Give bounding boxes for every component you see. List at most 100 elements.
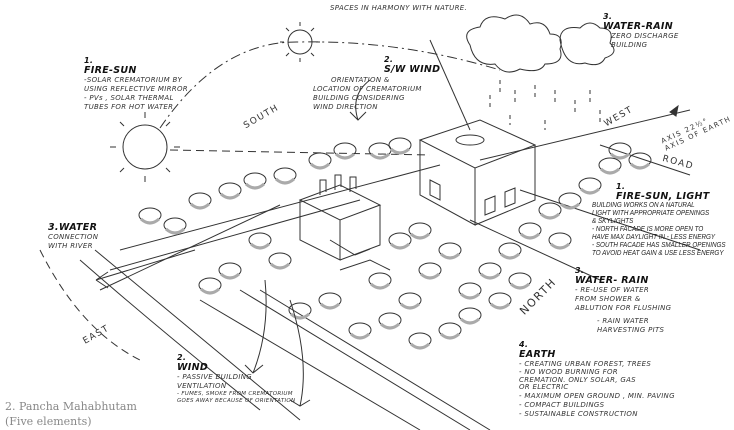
tree-shadow xyxy=(310,162,330,170)
annotation-line: WIND DIRECTION xyxy=(313,103,378,111)
annotation-line: - COMPACT BUILDINGS xyxy=(519,400,605,409)
tree-shadow xyxy=(560,202,580,210)
tree-shadow xyxy=(520,232,540,240)
annotation-number: 4. xyxy=(519,340,529,349)
annotation-line: LIGHT WITH APPROPRIATE OPENINGS xyxy=(592,210,710,217)
annotation-title: S/W WIND xyxy=(384,64,441,75)
tree-shadow xyxy=(250,242,270,250)
tree-shadow xyxy=(600,167,620,175)
annotation-line: CONNECTION xyxy=(48,233,99,241)
tree-shadow xyxy=(270,262,290,270)
tree-shadow xyxy=(190,202,210,210)
annotation-number: 3. xyxy=(603,12,613,21)
annotation-fire-sun-light: 1. FIRE-SUN, LIGHT BUILDING WORKS ON A N… xyxy=(592,182,734,258)
tree-shadow xyxy=(580,187,600,195)
tree-shadow xyxy=(350,332,370,340)
tree-shadow xyxy=(540,212,560,220)
tree-shadow xyxy=(400,302,420,310)
tree-shadow xyxy=(630,162,650,170)
annotation-title: WATER- RAIN xyxy=(575,275,649,286)
annotation-water-rain-right: 3. WATER- RAIN - RE-USE OF WATER FROM SH… xyxy=(575,266,671,335)
tree-shadow xyxy=(390,242,410,250)
tree-shadow xyxy=(480,272,500,280)
tree-shadow xyxy=(220,192,240,200)
tree-shadow xyxy=(420,272,440,280)
tree-shadow xyxy=(370,282,390,290)
sun-icon-small xyxy=(280,22,320,62)
annotation-earth: 4. EARTH - CREATING URBAN FOREST, TREES … xyxy=(519,340,675,419)
sun-icon-large xyxy=(110,112,180,182)
annotation-line: TUBES FOR HOT WATER xyxy=(84,103,174,111)
annotation-line: BUILDING xyxy=(611,41,648,49)
annotation-line: - RE-USE OF WATER xyxy=(575,286,650,294)
tree-shadow xyxy=(275,177,295,185)
annotation-line: - RAIN WATER xyxy=(597,317,649,325)
annotation-line: HARVESTING PITS xyxy=(597,326,665,334)
tree-shadow xyxy=(500,252,520,260)
annotation-line: - CREATING URBAN FOREST, TREES xyxy=(519,360,652,368)
annotation-line: ABLUTION FOR FLUSHING xyxy=(575,304,672,312)
annotation-line: - MAXIMUM OPEN GROUND , MIN. PAVING xyxy=(519,391,675,400)
annotation-line: - SUSTAINABLE CONSTRUCTION xyxy=(519,409,638,418)
tree-shadow xyxy=(410,342,430,350)
tree-shadow xyxy=(200,287,220,295)
tree-shadow xyxy=(380,322,400,330)
annotation-number: 2. xyxy=(177,353,187,362)
tree-shadow xyxy=(460,317,480,325)
annotation-line: - NORTH FACADE IS MORE OPEN TO xyxy=(592,226,704,233)
annotation-line: OR ELECTRIC xyxy=(519,383,569,391)
annotation-number: 1. xyxy=(84,56,94,65)
annotation-number: 3. xyxy=(575,266,585,275)
annotation-wind: 2. WIND - PASSIVE BUILDING VENTILATION -… xyxy=(177,353,295,405)
annotation-line: HAVE MAX DAYLIGHT IN - LESS ENERGY xyxy=(592,234,716,241)
annotation-sw-wind: ORIENTATION & LOCATION OF CREMATORIUM BU… xyxy=(313,76,422,112)
tree-shadow xyxy=(440,252,460,260)
annotation-line: FROM SHOWER & xyxy=(575,295,641,303)
tree-shadow xyxy=(290,312,310,320)
tree-shadow xyxy=(610,152,630,160)
annotation-title: FIRE-SUN xyxy=(84,65,137,76)
tree-shadow xyxy=(490,302,510,310)
annotation-sw-wind-heading: 2. S/W WIND xyxy=(384,55,440,75)
tree-shadow xyxy=(410,232,430,240)
rain-clouds xyxy=(466,14,615,130)
annotation-line: - PASSIVE BUILDING xyxy=(177,373,252,381)
wind-arrows xyxy=(95,79,371,407)
annotation-title: FIRE-SUN, LIGHT xyxy=(616,191,710,202)
annotation-line: BUILDING WORKS ON A NATURAL xyxy=(592,202,695,209)
annotation-line: & SKYLIGHTS xyxy=(592,218,634,225)
caption-title: 2. Pancha Mahabhutam xyxy=(5,400,137,413)
tree-shadow xyxy=(370,152,390,160)
annotation-line: ORIENTATION & xyxy=(331,76,390,84)
annotation-line: - PVs , SOLAR THERMAL xyxy=(84,94,174,102)
tree-shadow xyxy=(510,282,530,290)
tree-shadow xyxy=(165,227,185,235)
annotation-line: CREMATION. ONLY SOLAR, GAS xyxy=(519,375,636,384)
trees xyxy=(138,137,652,350)
annotation-fire-sun: 1. FIRE-SUN -SOLAR CREMATORIUM BY USING … xyxy=(84,56,188,112)
tree-shadow xyxy=(220,272,240,280)
annotation-water-rain-top: 3. WATER-RAIN ZERO DISCHARGE BUILDING xyxy=(603,12,679,50)
annotation-number: 2. xyxy=(384,55,394,64)
caption-subtitle: (Five elements) xyxy=(5,415,92,428)
tree-shadow xyxy=(320,302,340,310)
tree-shadow xyxy=(440,332,460,340)
tree-shadow xyxy=(460,292,480,300)
tree-shadow xyxy=(335,152,355,160)
annotation-line: VENTILATION xyxy=(177,382,227,390)
annotation-line: - SOUTH FACADE HAS SMALLER OPENINGS xyxy=(592,242,726,249)
tree-shadow xyxy=(245,182,265,190)
annotation-body: BUILDING WORKS ON A NATURAL LIGHT WITH A… xyxy=(592,202,726,258)
crematorium-building xyxy=(298,119,537,271)
annotation-title: 3.WATER xyxy=(48,222,98,233)
sun-path-arc xyxy=(39,41,501,361)
top-note: SPACES IN HARMONY WITH NATURE. xyxy=(330,4,467,12)
annotation-line: - FUMES, SMOKE FROM CREMATORIUM xyxy=(177,391,293,397)
annotation-title: WIND xyxy=(177,362,209,373)
annotation-line: ZERO DISCHARGE xyxy=(611,32,679,40)
tree-shadow xyxy=(390,147,410,155)
annotation-line: USING REFLECTIVE MIRROR xyxy=(84,85,188,93)
annotation-line: TO AVOID HEAT GAIN & USE LESS ENERGY xyxy=(592,250,724,257)
